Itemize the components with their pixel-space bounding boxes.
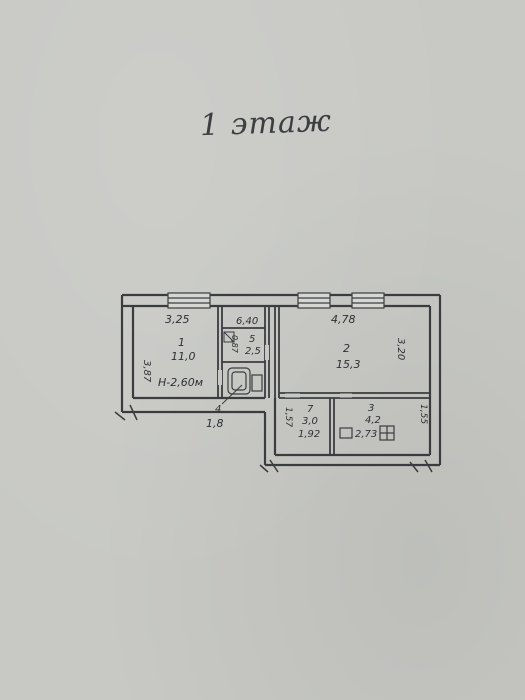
room3-area-label: 4,2 (365, 415, 381, 426)
room3-depth-label: 1,55 (418, 404, 428, 424)
room4-area-label: 1,8 (206, 417, 224, 430)
room4-number-label: 4 (215, 404, 221, 415)
room7-area-label: 3,0 (302, 416, 318, 427)
room4-leader-line (221, 384, 243, 405)
window-room1 (167, 292, 211, 309)
door-openings (218, 345, 352, 398)
room2-depth-label: 3,20 (395, 338, 406, 360)
room7-depth-label: 1,57 (283, 407, 293, 427)
room7-number-label: 7 (307, 404, 314, 415)
room3-number-label: 3 (368, 403, 374, 414)
ventilation-icon (223, 331, 235, 343)
bathtub-icon (227, 367, 251, 395)
stove-icon (379, 425, 395, 441)
window-room2-left (297, 292, 331, 309)
room3-width-label: 2,73 (355, 429, 377, 440)
window-room2-right (351, 292, 385, 309)
windows (167, 292, 385, 309)
sink-icon (339, 427, 353, 439)
room7-width-label: 1,92 (298, 429, 320, 440)
room2-number-label: 2 (343, 342, 350, 355)
room1-width-label: 3,25 (165, 313, 190, 326)
toilet-icon (251, 374, 263, 392)
room5-depth-label: 0,87 (230, 335, 239, 354)
room1-area-label: 11,0 (171, 350, 196, 363)
wall-ticks (114, 404, 433, 473)
room5-width-label: 6,40 (236, 316, 258, 327)
interior-walls (217, 306, 430, 455)
room5-area-label: 2,5 (245, 346, 261, 357)
room1-depth-label: 3,87 (141, 360, 152, 383)
room2-width-label: 4,78 (331, 313, 356, 326)
room1-height-label: H-2,60м (158, 376, 203, 389)
room1-number-label: 1 (178, 336, 185, 349)
room2-area-label: 15,3 (336, 358, 361, 371)
room5-number-label: 5 (249, 334, 255, 345)
